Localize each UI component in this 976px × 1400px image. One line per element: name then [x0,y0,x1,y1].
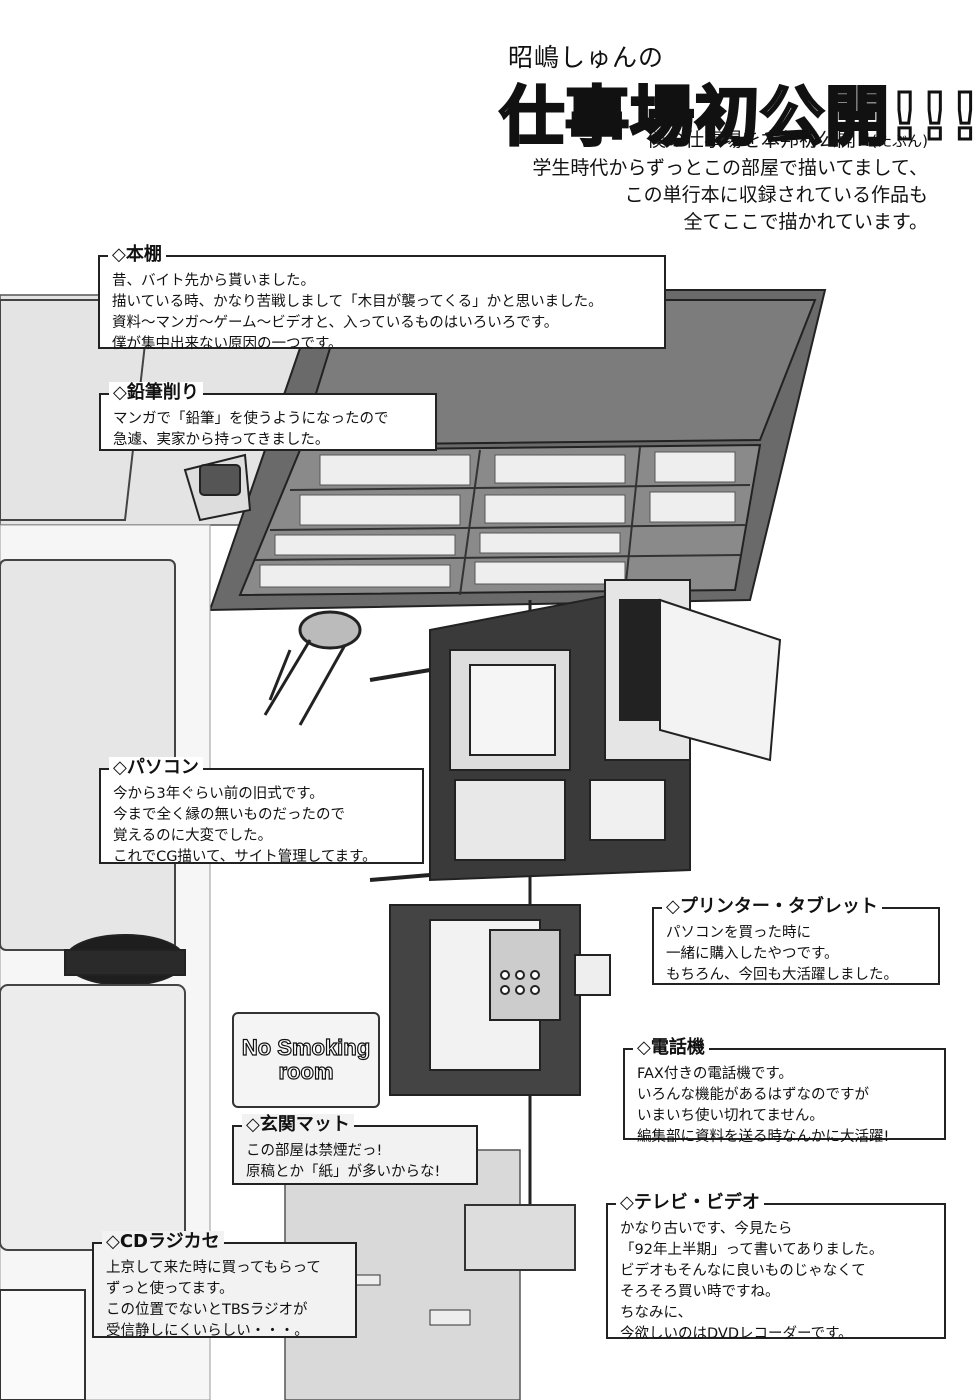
callout-entrance-mat: ◇玄関マット この部屋は禁煙だっ! 原稿とか「紙」が多いからな! [232,1114,478,1185]
callout-pencil-sharpener: ◇鉛筆削り マンガで「鉛筆」を使うようになったので 急遽、実家から持ってきました… [99,382,437,451]
callout-line: ちなみに、 [620,1305,693,1321]
callout-line: FAX付きの電話機です。 [637,1066,793,1082]
slipper [429,1309,471,1326]
door [0,1289,86,1400]
callout-cd-radio: ◇CDラジカセ 上京して来た時に買ってもらって ずっと使ってます。 この位置でな… [92,1231,357,1339]
callout-title: ◇CDラジカセ [102,1231,224,1253]
bed [0,559,176,951]
intro-line: 僕の仕事場を本邦初公開!!(たぶん) [647,129,928,151]
callout-line: これでCG描いて、サイト管理してます。 [113,849,377,865]
callout-line: パソコンを買った時に [666,925,811,941]
intro-line: 学生時代からずっとこの部屋で描いてまして、 [532,157,928,179]
tv-and-phone [389,904,611,1096]
page-title: 仕事場初公開!!! [499,80,976,157]
shoe-boxes [464,1204,576,1271]
callout-printer-tablet: ◇プリンター・タブレット パソコンを買った時に 一緒に購入したやつです。 もちろ… [652,896,940,985]
callout-line: 今から3年ぐらい前の旧式です。 [113,786,324,802]
sign-line2: room [278,1059,334,1084]
callout-pc: ◇パソコン 今から3年ぐらい前の旧式です。 今まで全く縁の無いものだったので 覚… [99,757,424,865]
callout-title: ◇テレビ・ビデオ [616,1192,764,1214]
callout-line: マンガで「鉛筆」を使うようになったので [113,411,389,427]
intro-line: 全てここで描かれています。 [683,211,928,233]
callout-line: 今欲しいのはDVDレコーダーです。 [620,1326,853,1342]
callout-line: 覚えるのに大変でした。 [113,828,273,844]
author-heading: 昭嶋しゅんの [508,43,665,72]
intro-paren-note: (たぶん) [871,132,928,150]
callout-line: 今まで全く縁の無いものだったので [113,807,345,823]
callout-line: 受信静しにくいらしい・・・。 [106,1323,309,1339]
callout-line: そろそろ買い時ですね。 [620,1284,780,1300]
callout-line: 昔、バイト先から貰いました。 [112,273,315,289]
callout-line: 急遽、実家から持ってきました。 [113,432,330,448]
callout-line: いまいち使い切れてません。 [637,1108,824,1124]
intro-text: 僕の仕事場を本邦初公開!!(たぶん) 学生時代からずっとこの部屋で描いてまして、… [532,127,928,236]
couch [0,984,186,1251]
sign-line1: No Smoking [241,1035,371,1060]
stool [263,610,362,726]
pencil-sharpener [183,453,252,522]
callout-line: 僕が集中出来ない原因の一つです。 [112,336,343,352]
callout-line: 資料～マンガ～ゲーム～ビデオと、入っているものはいろいろです。 [112,315,559,331]
no-smoking-sign: No Smoking room [232,1012,380,1108]
callout-title: ◇玄関マット [242,1114,354,1136]
callout-tv-video: ◇テレビ・ビデオ かなり古いです、今見たら 「92年上半期」って書いてありました… [606,1192,946,1342]
callout-line: ずっと使ってます。 [106,1281,234,1297]
callout-line: この位置でないとTBSラジオが [106,1302,308,1318]
callout-line: 原稿とか「紙」が多いからな! [246,1164,441,1180]
intro-line: この単行本に収録されている作品も [624,184,928,206]
callout-title: ◇鉛筆削り [109,382,203,404]
callout-line: ビデオもそんなに良いものじゃなくて [620,1263,866,1279]
callout-title: ◇電話機 [633,1037,709,1059]
cd-radio [64,934,186,986]
callout-title: ◇本棚 [108,244,166,266]
callout-title: ◇パソコン [109,757,203,779]
callout-line: 「92年上半期」って書いてありました。 [620,1242,884,1258]
callout-line: 一緒に購入したやつです。 [666,946,839,962]
callout-title: ◇プリンター・タブレット [662,896,882,918]
callout-line: 描いている時、かなり苦戦しまして「木目が襲ってくる」かと思いました。 [112,294,603,310]
callout-line: もちろん、今回も大活躍しました。 [666,967,898,983]
callout-phone: ◇電話機 FAX付きの電話機です。 いろんな機能があるはずなのですが いまいち使… [623,1037,946,1145]
callout-line: いろんな機能があるはずなのですが [637,1087,869,1103]
callout-line: 上京して来た時に買ってもらって [106,1260,321,1276]
callout-line: かなり古いです、今見たら [620,1221,793,1237]
callout-line: 編集部に資料を送る時なんかに大活躍! [637,1129,890,1145]
callout-line: この部屋は禁煙だっ! [246,1143,383,1159]
callout-bookshelf: ◇本棚 昔、バイト先から貰いました。 描いている時、かなり苦戦しまして「木目が襲… [98,244,666,352]
desk [369,578,782,882]
